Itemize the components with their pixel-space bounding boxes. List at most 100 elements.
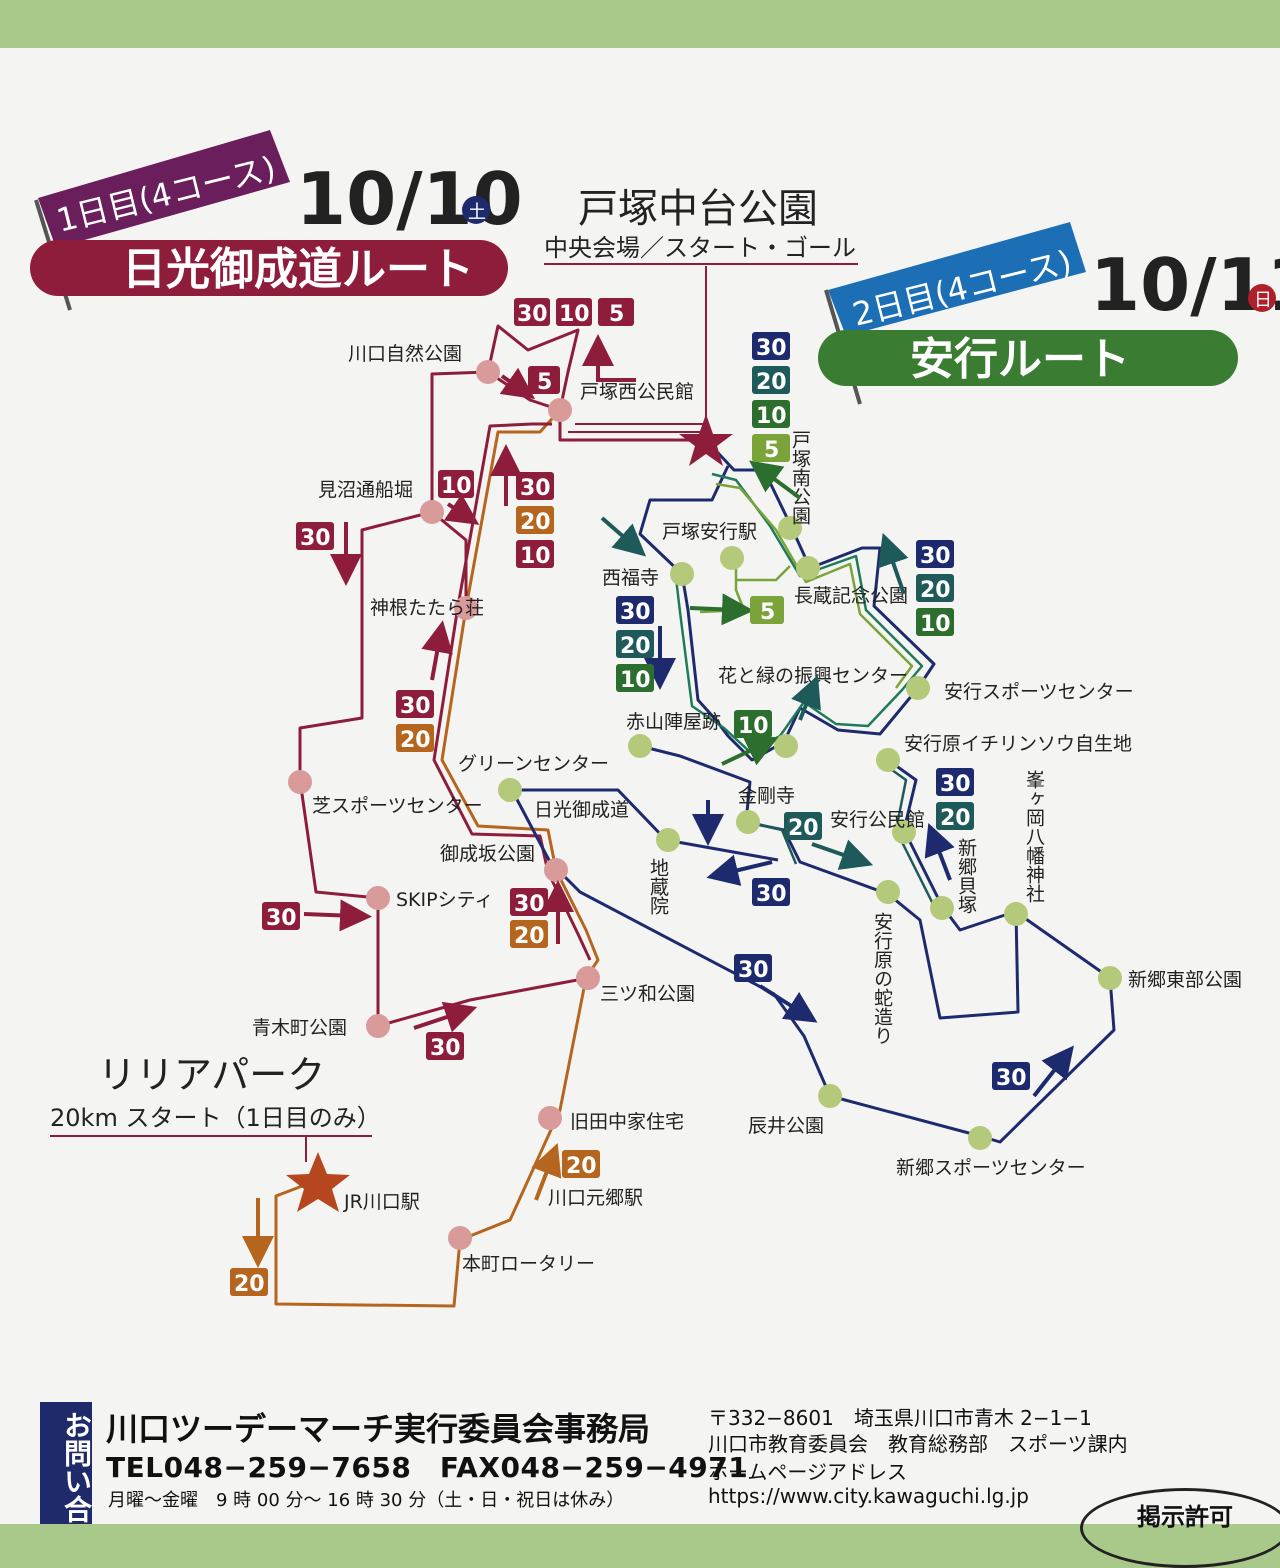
course-badge-label: 30	[756, 336, 787, 361]
spot-shingo-tobu-koen: 新郷東部公園	[1128, 969, 1242, 991]
spot-angyo-kominkan: 安行公民館	[830, 809, 925, 831]
spot-dot	[476, 360, 500, 384]
spot-dot	[454, 596, 478, 620]
course-badge	[616, 630, 654, 658]
course-badge-label: 5	[764, 438, 779, 463]
spot-jizoin: 地蔵院	[647, 858, 669, 915]
course-badge	[616, 664, 654, 692]
route-line	[828, 222, 1086, 336]
route-line	[600, 516, 647, 557]
spot-dot	[930, 896, 954, 920]
spot-onarizaka-koen: 御成坂公園	[440, 843, 535, 865]
course-badge-label: 20	[514, 924, 545, 949]
spot-dot	[1098, 966, 1122, 990]
footer-url-link[interactable]: https://www.city.kawaguchi.lg.jp	[708, 1484, 1029, 1508]
route-line	[421, 620, 453, 681]
spot-dot	[366, 1014, 390, 1038]
course-badge	[752, 400, 790, 428]
jr-kawaguchi-star-icon	[286, 1152, 350, 1212]
route-line	[1032, 1045, 1074, 1098]
spot-hanatomidori-center: 花と緑の振興センター	[718, 665, 908, 687]
spot-dot	[876, 880, 900, 904]
course-badge	[916, 608, 954, 636]
spot-dot	[548, 398, 572, 422]
course-badge-label: 20	[940, 806, 971, 831]
route-line	[715, 482, 914, 689]
direction-arrows	[242, 334, 1074, 1268]
spot-dot	[576, 966, 600, 990]
day2-date: 10/11	[1090, 243, 1280, 327]
course-badge-label: 10	[738, 714, 769, 739]
spot-dot	[818, 1084, 842, 1108]
route-line	[413, 1001, 478, 1033]
route-line	[674, 472, 924, 754]
course-badge	[750, 596, 784, 624]
route-map: 1日目(4コース) 日光御成道ルート 10/10 土 2日目(4コース) 安行ル…	[30, 130, 1280, 1308]
route-line	[499, 367, 536, 400]
course-badge	[616, 596, 654, 624]
course-badges: 30 10 5 5 10 30 20 10 30 30 20 30 30 20 …	[230, 298, 1030, 1297]
course-badge-label: 5	[537, 370, 552, 395]
day1-spot-dots	[288, 360, 600, 1250]
course-badge-label: 30	[266, 906, 297, 931]
course-badge-label: 5	[609, 302, 624, 327]
course-badge	[510, 920, 548, 948]
day1-banner: 1日目(4コース) 日光御成道ルート 10/10 土	[30, 130, 523, 311]
course-badge-label: 20	[756, 370, 787, 395]
course-badge	[516, 506, 554, 534]
spot-dot	[420, 500, 444, 524]
spot-totsuka-nishi-kominkan: 戸塚西公民館	[580, 381, 694, 403]
course-badge-label: 10	[559, 302, 590, 327]
course-badge	[598, 298, 634, 326]
route-line	[924, 823, 955, 881]
route-line	[274, 408, 600, 1308]
footer-organization: 川口ツーデーマーチ実行委員会事務局	[106, 1410, 651, 1448]
spot-kawaguchi-shizen-koen: 川口自然公園	[348, 343, 462, 365]
course-badge-label: 20	[234, 1272, 265, 1297]
route-line	[749, 460, 802, 500]
spot-dot	[736, 810, 760, 834]
spot-angyohara-ichirinso: 安行原イチリンソウ自生地	[904, 733, 1132, 755]
spot-dot	[288, 770, 312, 794]
route-line	[811, 839, 874, 870]
course-badge-label: 30	[996, 1066, 1027, 1091]
route-line	[791, 675, 821, 721]
spot-kamine-tatarasou: 神根たたら荘	[370, 597, 484, 619]
spot-minuma-tsusenbori: 見沼通船堀	[318, 479, 413, 501]
course-badge	[230, 1268, 268, 1296]
spot-aokicho-koen: 青木町公園	[252, 1017, 347, 1039]
course-badge-label: 30	[620, 600, 651, 625]
course-badge-label: 30	[300, 526, 331, 551]
spot-dot	[968, 1126, 992, 1150]
spot-honcho-rotary: 本町ロータリー	[462, 1253, 595, 1275]
spot-dot	[720, 546, 744, 570]
lilia-park-sub: 20km スタート（1日目のみ）	[50, 1104, 381, 1132]
spot-green-center: グリーンセンター	[458, 753, 609, 775]
hub-name: 戸塚中台公園	[578, 186, 818, 232]
spot-dot	[656, 828, 680, 852]
route-line	[706, 854, 773, 886]
spot-totsuka-angyo-eki: 戸塚安行駅	[662, 521, 757, 543]
course-badge	[528, 366, 560, 394]
course-badge	[296, 522, 334, 550]
course-badge	[396, 690, 434, 718]
route-line	[486, 324, 706, 442]
spot-dot	[448, 1226, 472, 1250]
spot-dot	[876, 748, 900, 772]
day1-date: 10/10	[296, 157, 523, 241]
spot-dot	[670, 562, 694, 586]
route-line	[38, 130, 290, 248]
route-line	[582, 334, 636, 382]
spot-angyohara-hebizukuri: 安行原の蛇造り	[871, 912, 893, 1045]
course-badge-label: 30	[920, 544, 951, 569]
spot-tatsui-koen: 辰井公園	[748, 1115, 824, 1137]
course-badge	[784, 812, 822, 840]
course-badge-label: 20	[400, 728, 431, 753]
spot-kyu-tanakake-jutaku: 旧田中家住宅	[570, 1111, 684, 1133]
course-badge	[992, 1062, 1030, 1090]
course-badge-label: 30	[756, 882, 787, 907]
course-badge	[562, 1150, 600, 1178]
course-badge	[426, 1032, 464, 1060]
course-badge	[916, 574, 954, 602]
course-badge	[516, 472, 554, 500]
